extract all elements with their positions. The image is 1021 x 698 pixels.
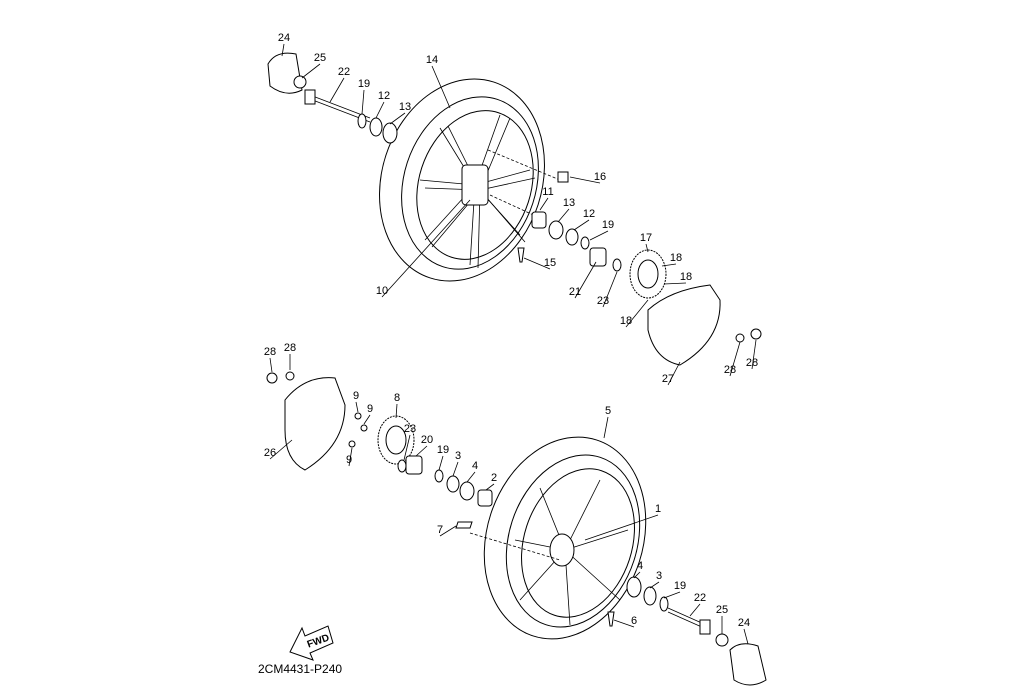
lower-callout-9[interactable]: 9 (352, 390, 360, 402)
upper-callout-27[interactable]: 27 (661, 373, 675, 385)
leader-line (438, 455, 444, 471)
upper-callout-19[interactable]: 19 (601, 219, 615, 231)
leader-line (329, 77, 345, 103)
leader-line (569, 176, 601, 184)
lower-wheel (469, 436, 647, 640)
lower-callout-24[interactable]: 24 (737, 617, 751, 629)
lower-callout-6[interactable]: 6 (630, 615, 638, 627)
leader-line (667, 361, 681, 386)
leader-line (355, 401, 359, 413)
leader-line (557, 208, 570, 223)
leader-line (431, 65, 451, 109)
upper-callout-12[interactable]: 12 (377, 90, 391, 102)
leader-line (589, 230, 609, 241)
leader-line (539, 197, 549, 211)
upper-callout-13[interactable]: 13 (562, 197, 576, 209)
lower-callout-23[interactable]: 23 (403, 423, 417, 435)
lower-callout-4[interactable]: 4 (471, 460, 479, 472)
leader-line (689, 603, 701, 617)
leader-line (603, 416, 609, 439)
upper-callout-28[interactable]: 28 (745, 357, 759, 369)
upper-callout-25[interactable]: 25 (313, 52, 327, 64)
lower-callout-19[interactable]: 19 (436, 444, 450, 456)
leader-line (301, 63, 321, 79)
leader-line (269, 357, 273, 373)
leader-line (348, 447, 353, 467)
upper-callout-12[interactable]: 12 (582, 208, 596, 220)
lower-callout-20[interactable]: 20 (420, 434, 434, 446)
leader-line (661, 263, 677, 267)
lower-callout-26[interactable]: 26 (263, 447, 277, 459)
leader-line (663, 591, 681, 599)
lower-callout-5[interactable]: 5 (604, 405, 612, 417)
leader-line (389, 112, 406, 125)
lower-callout-9[interactable]: 9 (366, 403, 374, 415)
leader-line (625, 299, 649, 328)
leader-line (375, 101, 385, 119)
lower-callout-1[interactable]: 1 (654, 503, 662, 515)
lower-callout-3[interactable]: 3 (655, 570, 663, 582)
leader-line (573, 219, 590, 231)
leader-line (403, 434, 411, 461)
fwd-arrow-icon (289, 625, 334, 661)
leader-line (645, 243, 649, 253)
leader-line (439, 525, 457, 537)
lower-callout-19[interactable]: 19 (673, 580, 687, 592)
upper-callout-15[interactable]: 15 (543, 257, 557, 269)
leader-line (663, 282, 687, 285)
leader-line (363, 414, 371, 425)
leader-line (574, 261, 597, 299)
upper-callout-10[interactable]: 10 (375, 285, 389, 297)
leader-line (485, 483, 495, 491)
lower-callout-2[interactable]: 2 (490, 472, 498, 484)
lower-axle-parts (266, 371, 767, 686)
leader-line (743, 628, 749, 645)
lower-callout-28[interactable]: 28 (263, 346, 277, 358)
upper-callout-28[interactable]: 28 (723, 364, 737, 376)
lower-callout-3[interactable]: 3 (454, 450, 462, 462)
drawing-code: 2CM4431-P240 (258, 662, 343, 676)
upper-callout-19[interactable]: 19 (357, 78, 371, 90)
upper-axle-parts (267, 52, 762, 366)
leader-line (751, 339, 757, 370)
leader-line (633, 571, 641, 579)
lower-callout-9[interactable]: 9 (345, 454, 353, 466)
upper-callout-16[interactable]: 16 (593, 171, 607, 183)
leader-line (466, 471, 476, 483)
leader-line (281, 43, 285, 57)
upper-callout-23[interactable]: 23 (596, 295, 610, 307)
lower-callout-22[interactable]: 22 (693, 592, 707, 604)
upper-callout-18[interactable]: 18 (679, 271, 693, 283)
upper-callout-11[interactable]: 11 (542, 186, 554, 198)
upper-callout-22[interactable]: 22 (337, 66, 351, 78)
upper-callout-14[interactable]: 14 (425, 54, 439, 66)
upper-callout-13[interactable]: 13 (398, 101, 412, 113)
leader-line (613, 619, 635, 628)
upper-callout-17[interactable]: 17 (639, 232, 653, 244)
leader-line (452, 461, 459, 477)
lower-callout-4[interactable]: 4 (636, 560, 644, 572)
leader-line (729, 341, 741, 377)
leader-line (584, 514, 659, 541)
upper-callout-24[interactable]: 24 (277, 32, 291, 44)
lower-callout-25[interactable]: 25 (715, 604, 729, 616)
leader-line (361, 89, 365, 115)
leader-line (415, 445, 428, 457)
leader-line (269, 439, 293, 460)
upper-callout-18[interactable]: 18 (619, 315, 633, 327)
leader-line (649, 581, 660, 589)
lower-callout-7[interactable]: 7 (436, 524, 444, 536)
leader-line (395, 403, 398, 419)
upper-wheel (379, 78, 561, 282)
lower-callout-28[interactable]: 28 (283, 342, 297, 354)
leader-line (381, 199, 471, 298)
lower-callout-8[interactable]: 8 (393, 392, 401, 404)
upper-callout-21[interactable]: 21 (568, 286, 582, 298)
leader-line (523, 257, 551, 270)
leader-line (602, 271, 618, 308)
upper-callout-18[interactable]: 18 (669, 252, 683, 264)
